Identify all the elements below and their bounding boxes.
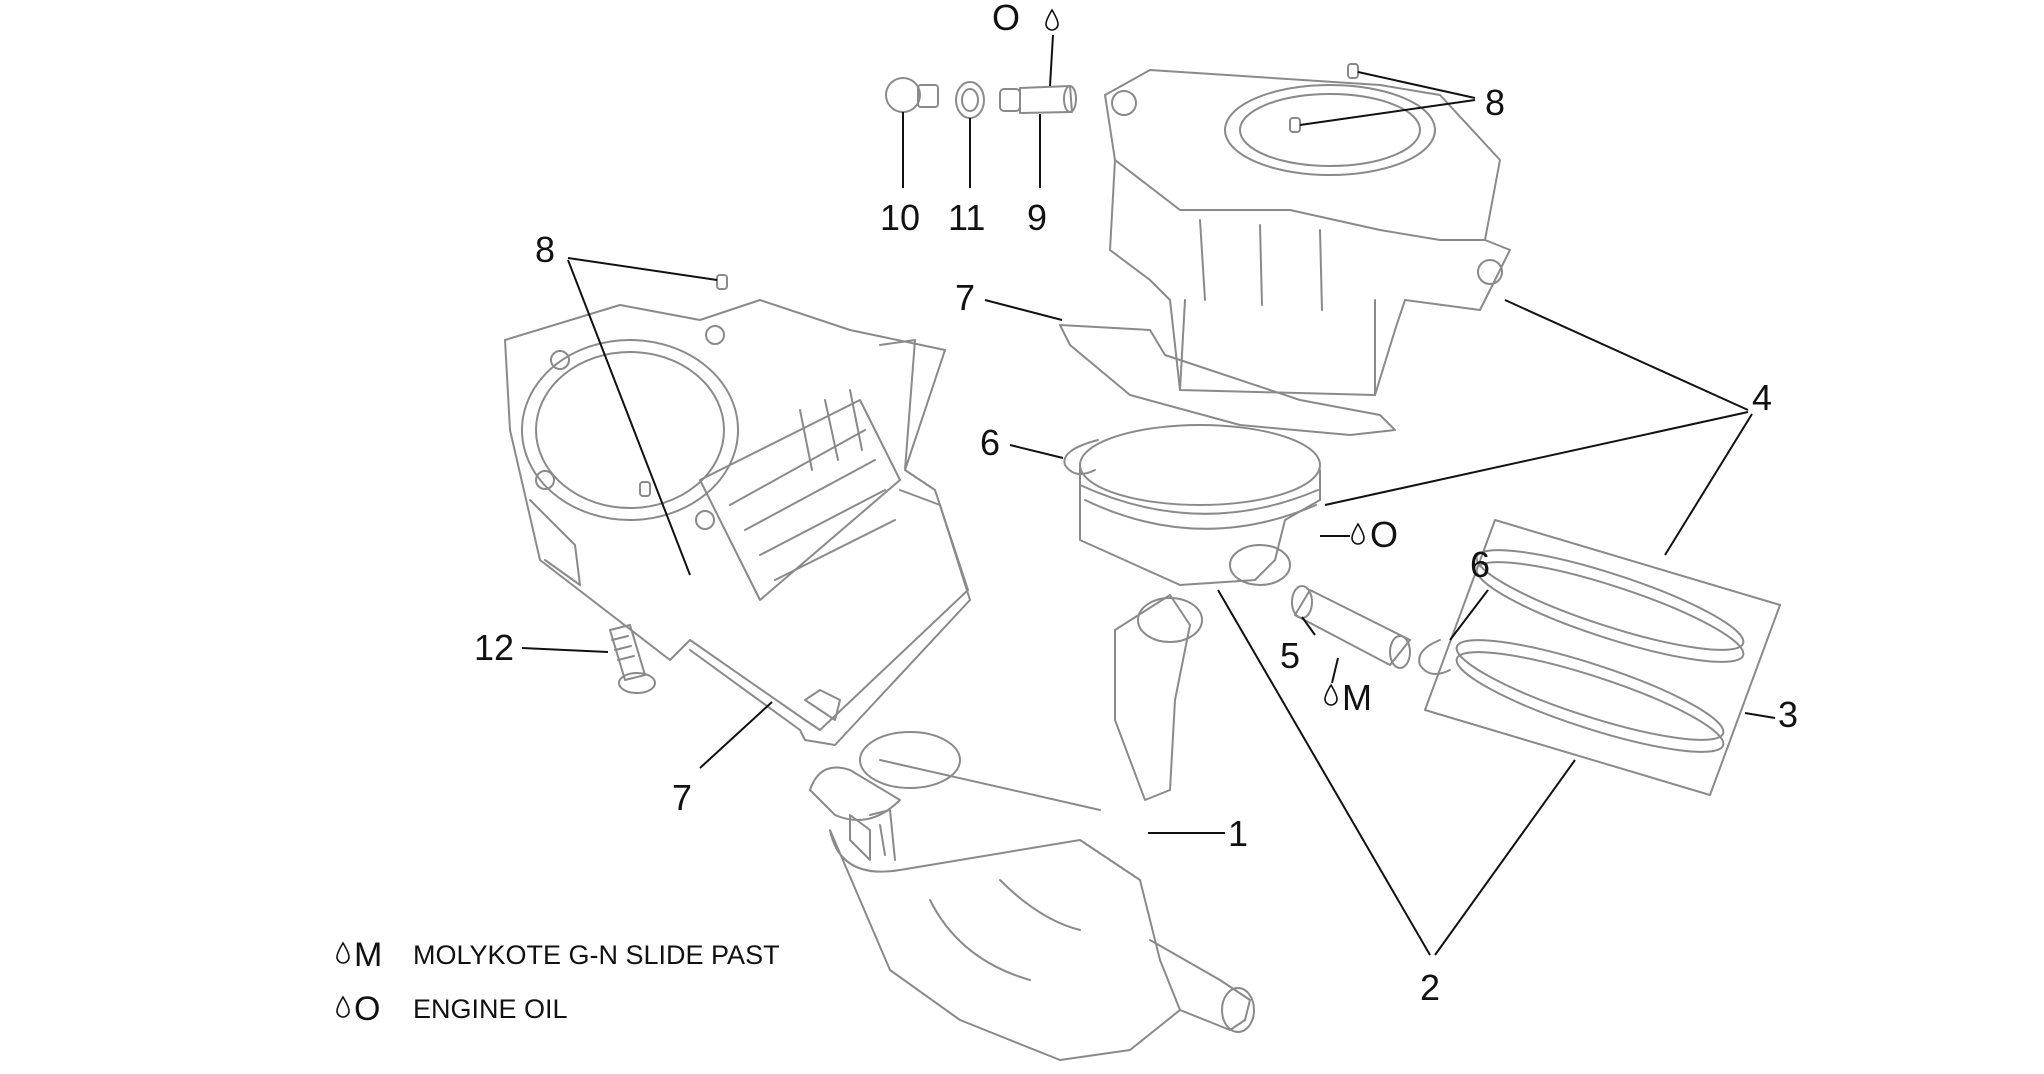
callout-4: 4 [1752,377,1772,418]
oil-drop-icon [336,995,350,1018]
oil-drop-icon [1045,8,1059,31]
callout-7-rear: 7 [672,777,692,818]
legend-symbol-o: O [354,990,380,1028]
rear-cylinder-gasket [689,489,971,746]
sealing-washer [955,81,985,119]
oil-mark-piston: O [1320,514,1398,555]
legend-item-molykote: M MOLYKOTE G-N SLIDE PAST [336,936,780,974]
callout-3: 3 [1778,694,1798,735]
piston [1079,424,1321,586]
legend-label-engine-oil: ENGINE OIL [413,994,568,1024]
piston-pin [1291,585,1411,669]
callout-12: 12 [474,627,514,668]
callout-6-left: 6 [980,422,1000,463]
callout-5: 5 [1280,635,1300,676]
callout-11: 11 [948,197,985,238]
dowel-fitting [999,85,1077,114]
oil-drop-icon [336,941,350,964]
front-cylinder [1104,69,1511,396]
oil-drop-icon [1351,522,1365,545]
drain-plug [885,77,939,113]
oil-drop-icon [1324,683,1338,706]
callout-1: 1 [1228,813,1248,854]
callout-2: 2 [1420,967,1440,1008]
rear-cylinder [504,299,969,731]
moly-mark-pin: M [1324,657,1372,718]
stud-bolt [609,624,656,694]
legend-symbol-m: M [354,936,382,974]
callout-9: 9 [1027,197,1047,238]
legend: M MOLYKOTE G-N SLIDE PAST O ENGINE OIL [336,936,780,1028]
crankshaft [809,594,1255,1061]
legend-item-engine-oil: O ENGINE OIL [336,990,568,1028]
callout-8-rear: 8 [535,229,555,270]
callout-10: 10 [880,197,920,238]
front-cylinder-gasket [1059,324,1396,436]
moly-letter-pin: M [1342,677,1372,718]
leader-lines [521,34,1776,956]
oil-mark-top: O [992,0,1059,38]
oil-letter-top: O [992,0,1020,38]
oil-letter-piston: O [1370,514,1398,555]
piston-ring-set [1424,519,1781,796]
legend-label-molykote: MOLYKOTE G-N SLIDE PAST [413,940,780,970]
callout-8-front: 8 [1485,82,1505,123]
callout-7-front: 7 [955,277,975,318]
circlip-left [1063,439,1099,475]
callout-6-right: 6 [1470,544,1490,585]
